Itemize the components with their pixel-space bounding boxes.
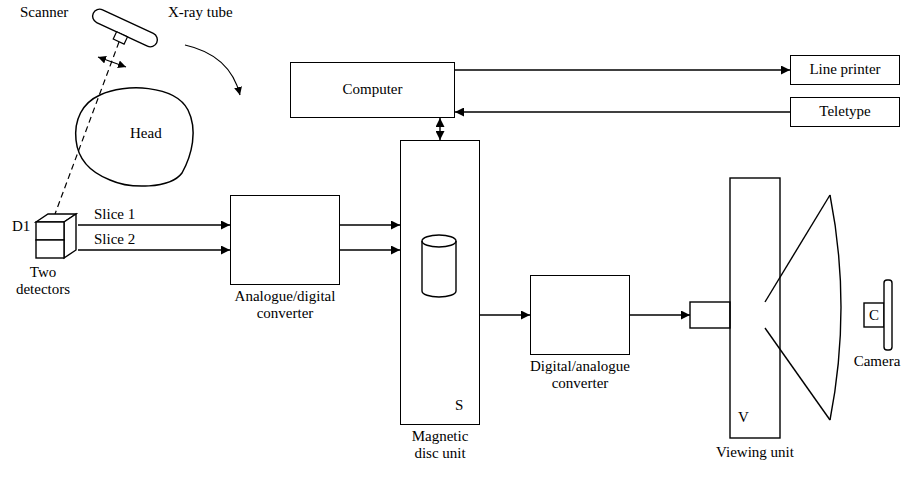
process-box: Computer <box>290 62 455 118</box>
converter-box: Analogue/digital converter <box>230 195 340 285</box>
disc-unit-box: SMagnetic disc unit <box>400 140 480 425</box>
node-text: Computer <box>343 81 403 98</box>
signal-arrow <box>78 224 230 225</box>
signal-arrow <box>455 111 790 112</box>
node-text: Line printer <box>809 61 880 78</box>
signal-arrow <box>340 249 400 250</box>
node-text: D1 <box>12 218 30 235</box>
edge-label: Slice 1 <box>92 206 137 223</box>
signal-arrow <box>630 314 690 315</box>
part-label: Scanner <box>20 4 68 21</box>
node-text: V <box>738 409 749 426</box>
rotation-arrow <box>185 45 240 95</box>
node-text: Magnetic disc unit <box>401 428 479 463</box>
node-text: C <box>864 305 884 325</box>
x-ray-beam <box>55 42 119 214</box>
process-box: Teletype <box>790 97 900 127</box>
signal-arrow <box>439 118 440 140</box>
x-ray-tube <box>87 7 160 57</box>
node-text: S <box>455 397 463 414</box>
translation-arrow <box>98 57 126 67</box>
viewing-unit-shape <box>690 175 845 440</box>
node-text: Head <box>130 125 162 142</box>
signal-arrow <box>78 249 230 250</box>
node-text: Camera <box>848 353 906 370</box>
signal-arrow <box>340 224 400 225</box>
node-text: Analogue/digital converter <box>228 288 343 323</box>
node-text: Two detectors <box>8 264 78 299</box>
viewing-unit: VViewing unit <box>690 175 845 440</box>
signal-arrow <box>480 314 530 315</box>
converter-box: Digital/analogue converter <box>530 275 630 355</box>
camera: C Camera <box>848 275 906 375</box>
part-label: X-ray tube <box>168 4 233 21</box>
node-text: Teletype <box>819 103 870 120</box>
node-text: Viewing unit <box>705 444 805 461</box>
edge-label: Slice 2 <box>92 231 137 248</box>
process-box: Line printer <box>790 55 900 85</box>
disc-unit-box-shape <box>401 141 481 426</box>
head-outline: Head <box>70 85 200 190</box>
detector-block: D1Two detectors <box>8 210 78 300</box>
signal-arrow <box>455 69 790 70</box>
node-text: Digital/analogue converter <box>523 358 638 393</box>
